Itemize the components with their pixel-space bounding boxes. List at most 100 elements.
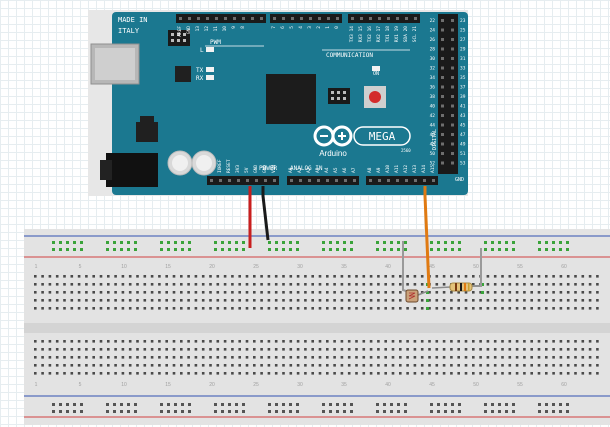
grid-hole: [464, 291, 468, 294]
grid-hole: [150, 364, 154, 367]
grid-hole: [326, 364, 329, 367]
rail-hole: [73, 248, 76, 251]
grid-hole: [493, 340, 497, 343]
grid-hole: [55, 364, 59, 367]
wire-black-gnd[interactable]: [261, 186, 270, 241]
grid-hole: [493, 372, 497, 375]
on-led-label: ON: [373, 71, 379, 77]
grid-hole: [128, 291, 132, 294]
grid-hole: [435, 340, 439, 343]
rail-hole: [66, 403, 69, 406]
grid-hole: [574, 348, 577, 351]
grid-hole: [450, 348, 453, 351]
rail-hole: [458, 410, 461, 413]
pin-label: TX2 16: [367, 26, 373, 43]
resistor[interactable]: [431, 282, 480, 292]
grid-hole: [552, 291, 555, 294]
rail-hole: [59, 410, 62, 413]
grid-hole: [128, 356, 132, 359]
grid-hole: [231, 364, 234, 367]
grid-hole: [530, 307, 533, 310]
grid-hole: [296, 291, 300, 294]
rail-hole: [160, 248, 163, 251]
rail-hole: [167, 241, 170, 244]
grid-hole: [340, 364, 344, 367]
grid-hole: [362, 372, 366, 375]
photoresistor[interactable]: [405, 289, 429, 303]
grid-hole: [559, 299, 563, 302]
grid-hole: [296, 307, 300, 310]
grid-hole: [304, 291, 307, 294]
grid-hole: [442, 291, 446, 294]
grid-hole: [260, 356, 263, 359]
grid-hole: [194, 364, 198, 367]
grid-hole: [209, 340, 212, 343]
rail-hole: [498, 241, 501, 244]
pin-label: 46: [430, 132, 436, 138]
pin-label: 31: [460, 56, 466, 62]
grid-hole: [150, 372, 154, 375]
grid-hole: [85, 307, 88, 310]
pin-label: 38: [430, 94, 436, 100]
grid-hole: [508, 307, 512, 310]
grid-hole: [245, 299, 249, 302]
grid-hole: [355, 340, 358, 343]
grid-hole: [435, 275, 439, 278]
grid-hole: [333, 283, 336, 286]
grid-hole: [209, 291, 212, 294]
grid-hole: [34, 340, 37, 343]
rail-hole: [430, 403, 433, 406]
grid-hole: [274, 275, 278, 278]
pin-label: 53: [460, 161, 466, 167]
grid-hole: [282, 364, 285, 367]
grid-hole: [391, 307, 395, 310]
pin-label: A12: [403, 165, 409, 173]
grid-hole: [333, 356, 336, 359]
communication-label: COMMUNICATION: [326, 52, 373, 59]
rail-hole: [289, 241, 292, 244]
rail-hole: [214, 410, 217, 413]
rail-hole: [106, 241, 109, 244]
grid-hole: [377, 299, 380, 302]
rail-hole: [512, 241, 515, 244]
grid-hole: [340, 307, 344, 310]
grid-hole: [238, 340, 241, 343]
grid-hole: [238, 364, 241, 367]
grid-hole: [92, 364, 95, 367]
rail-hole: [221, 410, 224, 413]
grid-hole: [362, 356, 366, 359]
grid-hole: [260, 364, 263, 367]
grid-hole: [253, 340, 256, 343]
grid-hole: [77, 291, 81, 294]
grid-hole: [493, 348, 497, 351]
grid-hole: [267, 356, 271, 359]
rail-hole: [404, 410, 407, 413]
rail-hole: [430, 241, 433, 244]
grid-hole: [457, 275, 460, 278]
grid-hole: [128, 283, 132, 286]
grid-hole: [399, 372, 402, 375]
grid-hole: [391, 283, 395, 286]
grid-hole: [355, 372, 358, 375]
grid-hole: [209, 348, 212, 351]
grid-hole: [472, 364, 475, 367]
rail-hole: [376, 410, 379, 413]
grid-hole: [596, 340, 599, 343]
rail-hole: [73, 410, 76, 413]
rail-hole: [113, 410, 116, 413]
grid-hole: [391, 275, 395, 278]
rail-hole: [538, 403, 541, 406]
grid-hole: [523, 283, 526, 286]
rail-hole: [390, 403, 393, 406]
made-in-label: MADE IN: [118, 16, 148, 24]
header-communication: [348, 14, 420, 23]
rail-hole: [458, 403, 461, 406]
grid-hole: [420, 275, 424, 278]
grid-hole: [267, 291, 271, 294]
grid-hole: [187, 340, 190, 343]
wire-orange-analog[interactable]: [423, 186, 431, 289]
grid-hole: [223, 356, 227, 359]
grid-hole: [428, 372, 431, 375]
grid-hole: [406, 364, 409, 367]
